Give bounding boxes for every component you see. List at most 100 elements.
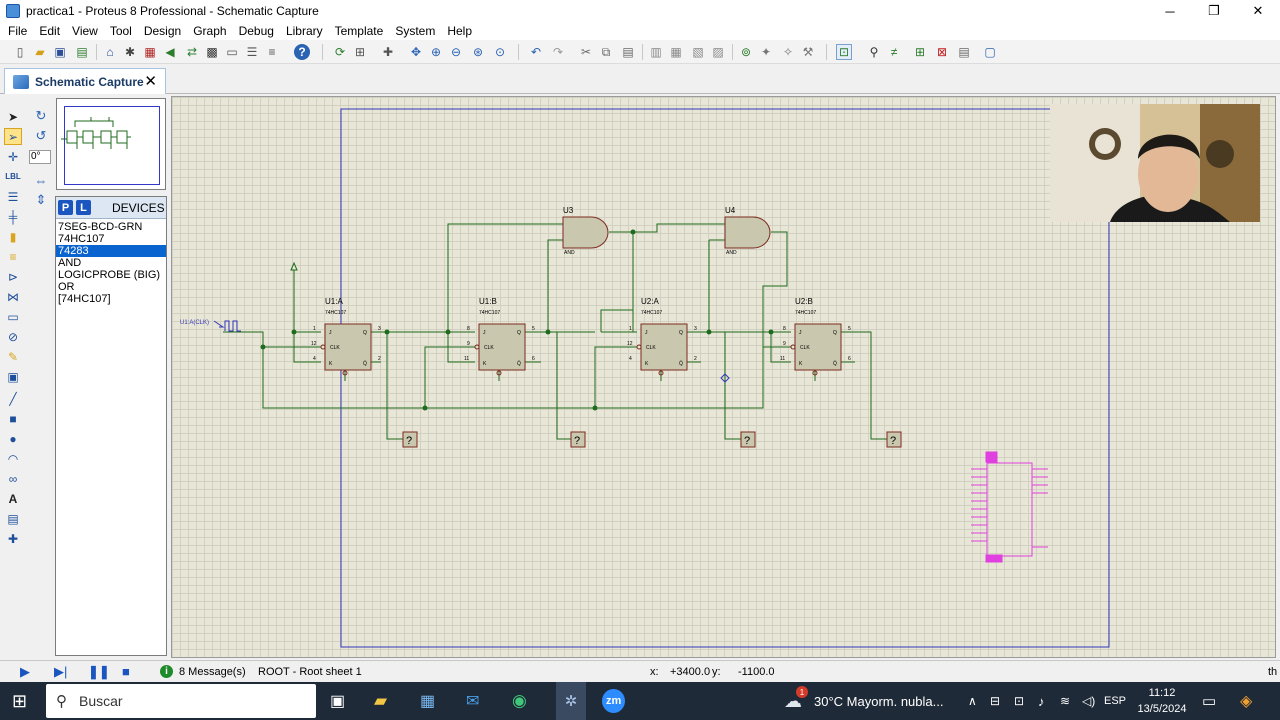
pause-icon[interactable]: ❚❚ <box>88 664 110 679</box>
menu-design[interactable]: Design <box>143 24 182 38</box>
cut-icon[interactable]: ✂ <box>580 45 592 59</box>
close-window-button[interactable]: ✕ <box>1252 3 1264 18</box>
wire-label-icon[interactable]: LBL <box>5 172 21 181</box>
grid-icon[interactable]: ⊞ <box>354 45 366 59</box>
zoom-area-icon[interactable]: ⊙ <box>494 45 506 59</box>
origin-icon[interactable]: ✚ <box>382 45 394 59</box>
device-item[interactable]: OR <box>58 281 75 293</box>
netlist-icon[interactable]: ≡ <box>268 45 276 59</box>
home-icon[interactable]: ⌂ <box>106 45 114 59</box>
tape-recorder-icon[interactable]: ▭ <box>7 309 19 324</box>
overview-window[interactable] <box>56 98 166 190</box>
language-indicator[interactable]: ESP <box>1104 695 1127 707</box>
device-item[interactable]: 7SEG-BCD-GRN <box>58 221 143 233</box>
menu-graph[interactable]: Graph <box>193 24 227 38</box>
arrows-icon[interactable]: ⇄ <box>186 45 198 59</box>
component-placement-preview[interactable] <box>971 451 1048 563</box>
mirror-vertical-icon[interactable]: ⇕ <box>35 192 47 207</box>
bom-report-icon[interactable]: ▤ <box>958 45 970 59</box>
logic-probe-3[interactable]: ? <box>740 431 756 448</box>
flipflop-u2b[interactable]: U2:B 74HC107 J CLK K Q Q̄ 8 9 11 5 6 <box>780 297 851 376</box>
make-device-icon[interactable]: ✦ <box>760 45 772 59</box>
generator-icon[interactable]: ⊘ <box>7 329 19 344</box>
file-explorer-icon[interactable]: ▰ <box>374 691 388 710</box>
import-icon[interactable]: ▤ <box>76 45 88 59</box>
search-tag-icon[interactable]: ⚲ <box>869 45 879 59</box>
line-icon[interactable]: ╱ <box>9 391 17 406</box>
pick-device-icon[interactable]: ⊚ <box>740 45 752 59</box>
rotate-clockwise-icon[interactable]: ↻ <box>35 108 47 123</box>
step-icon[interactable]: ▶| <box>54 664 68 679</box>
device-item[interactable]: 74HC107 <box>58 233 105 245</box>
device-item[interactable]: LOGICPROBE (BIG) <box>58 269 161 281</box>
redo-icon[interactable]: ↷ <box>552 45 564 59</box>
virtual-instruments-icon[interactable]: ▣ <box>7 369 19 384</box>
buses-icon[interactable]: ╪ <box>8 209 18 224</box>
mail-icon[interactable]: ✉ <box>466 693 480 710</box>
logic-probe-2[interactable]: ? <box>570 431 586 448</box>
pcb-icon[interactable]: ◀ <box>165 45 175 59</box>
zoom-out-icon[interactable]: ⊖ <box>450 45 462 59</box>
refresh-icon[interactable]: ⟳ <box>334 45 346 59</box>
marker-icon[interactable]: ✚ <box>7 531 19 546</box>
symbol-icon[interactable]: ▤ <box>7 511 19 526</box>
clock-generator[interactable]: U1:A(CLK) <box>180 320 241 332</box>
wire-autorouter-icon[interactable]: ⊡ <box>836 44 852 60</box>
save-icon[interactable]: ▣ <box>54 45 66 59</box>
tray-chevron-icon[interactable]: ∧ <box>968 694 977 708</box>
flipflop-u1a[interactable]: U1:A 74HC107 J CLK K Q Q̄ 1 12 4 3 2 <box>311 297 381 376</box>
weather-text[interactable]: 30°C Mayorm. nubla... <box>814 693 944 709</box>
logic-probe-1[interactable]: ? <box>402 431 418 448</box>
menu-template[interactable]: Template <box>334 24 384 38</box>
undo-icon[interactable]: ↶ <box>530 45 542 59</box>
tray-mic-icon[interactable]: ♪ <box>1038 693 1045 709</box>
junction-dot-icon[interactable]: ✛ <box>7 149 19 164</box>
taskbar-clock[interactable]: 11:12 13/5/2024 <box>1136 685 1188 717</box>
stop-icon[interactable]: ■ <box>122 664 130 679</box>
copy-icon[interactable]: ⧉ <box>601 45 611 59</box>
power-terminal-icon[interactable] <box>290 261 298 271</box>
flipflop-u2a[interactable]: U2:A 74HC107 J CLK K Q Q̄ 1 12 4 3 2 <box>627 297 697 376</box>
block-delete-icon[interactable]: ▨ <box>712 45 724 59</box>
open-folder-icon[interactable]: ▰ <box>35 45 45 59</box>
tab-schematic-capture[interactable]: Schematic Capture ✕ <box>4 68 166 94</box>
message-count[interactable]: 8 Message(s) <box>179 666 246 678</box>
rotation-angle-field[interactable]: 0° <box>29 150 51 164</box>
library-manager-button[interactable]: L <box>76 200 91 215</box>
gerber-icon[interactable]: ▩ <box>206 45 218 59</box>
pick-devices-button[interactable]: P <box>58 200 73 215</box>
paste-icon[interactable]: ▤ <box>622 45 634 59</box>
subcircuit-icon[interactable]: ▮ <box>9 229 17 244</box>
flipflop-u1b[interactable]: U1:B 74HC107 J CLK K Q Q̄ 8 9 11 5 6 <box>464 297 535 376</box>
zoom-all-icon[interactable]: ⊛ <box>472 45 484 59</box>
design-explorer-icon[interactable]: ▢ <box>984 45 996 59</box>
play-icon[interactable]: ▶ <box>20 664 30 679</box>
menu-system[interactable]: System <box>395 24 436 38</box>
tab-close-button[interactable]: ✕ <box>144 73 157 90</box>
menu-file[interactable]: File <box>8 24 28 38</box>
restore-button[interactable]: ❐ <box>1208 3 1220 18</box>
selection-mode-icon[interactable]: ➤ <box>7 109 19 124</box>
menu-help[interactable]: Help <box>447 24 473 38</box>
tray-wifi-icon[interactable]: ≋ <box>1060 694 1071 708</box>
zoom-in-icon[interactable]: ⊕ <box>430 45 442 59</box>
pan-icon[interactable]: ✥ <box>410 45 422 59</box>
task-view-icon[interactable]: ▣ <box>330 693 346 710</box>
component-icon[interactable]: ✱ <box>124 45 136 59</box>
menu-library[interactable]: Library <box>285 24 323 38</box>
copilot-icon[interactable]: ◈ <box>1240 693 1253 710</box>
device-pins-icon[interactable]: ⊳ <box>7 269 19 284</box>
notifications-icon[interactable]: ▭ <box>1202 693 1217 710</box>
gate-u4[interactable]: U4 AND <box>724 206 771 256</box>
tray-camera-icon[interactable]: ⊡ <box>1014 694 1025 708</box>
tray-volume-icon[interactable]: ◁) <box>1082 694 1096 708</box>
edge-browser-icon[interactable]: ◉ <box>512 691 527 710</box>
circle-icon[interactable]: ● <box>9 431 17 446</box>
report-icon[interactable]: ☰ <box>246 45 258 59</box>
help-icon[interactable]: ? <box>294 44 310 60</box>
new-sheet-icon[interactable]: ⊞ <box>914 45 926 59</box>
arc-icon[interactable]: ◠ <box>7 451 19 466</box>
chip-icon[interactable]: ▦ <box>144 45 156 59</box>
zoom-app-icon[interactable]: zm <box>602 689 626 713</box>
windows-start-icon[interactable]: ⊞ <box>12 690 28 711</box>
